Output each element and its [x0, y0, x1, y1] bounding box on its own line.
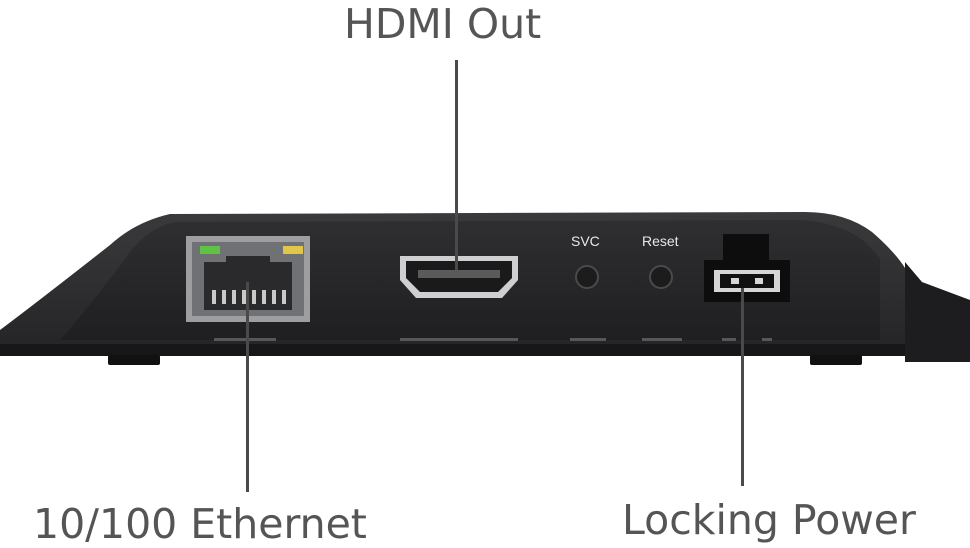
ethernet-led-green	[200, 246, 220, 254]
reset-label: Reset	[642, 233, 679, 249]
ethernet-led-yellow	[283, 246, 303, 254]
device-foot-right	[810, 355, 862, 365]
hdmi-callout: HDMI Out	[344, 0, 542, 48]
locking-power-port	[704, 234, 790, 302]
hdmi-port	[400, 256, 518, 298]
device-bottom-edge	[0, 344, 905, 356]
svc-button	[575, 265, 599, 289]
device-side-wedge	[905, 262, 970, 362]
power-leader-line	[741, 288, 744, 486]
ethernet-callout: 10/100 Ethernet	[33, 500, 367, 548]
hdmi-leader-line	[455, 60, 458, 270]
svc-label: SVC	[571, 233, 600, 249]
device-foot-left	[108, 355, 160, 365]
reset-button	[649, 265, 673, 289]
power-callout: Locking Power	[622, 496, 916, 544]
ethernet-leader-line	[246, 282, 249, 492]
